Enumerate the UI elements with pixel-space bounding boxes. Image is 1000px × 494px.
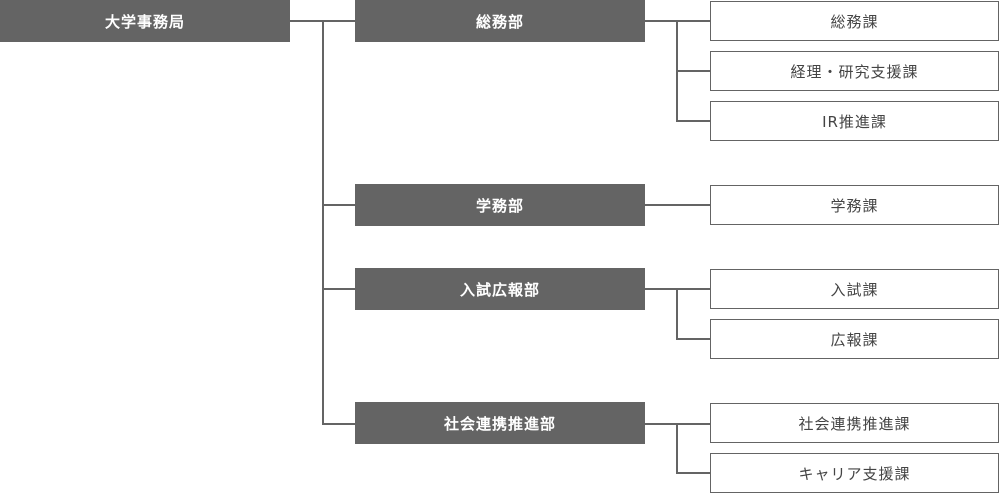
dept-general-affairs: 総務部 <box>355 0 645 42</box>
branch-dept-4 <box>322 423 356 425</box>
dept1-branch-2 <box>676 70 711 72</box>
dept4-trunk <box>676 423 678 473</box>
dept1-connector <box>645 20 711 22</box>
section-public-relations: 広報課 <box>710 319 999 359</box>
section-label: IR推進課 <box>822 112 887 131</box>
section-label: キャリア支援課 <box>798 464 911 483</box>
dept-label: 社会連携推進部 <box>443 414 556 433</box>
dept-community-relations: 社会連携推進部 <box>355 402 645 444</box>
section-label: 経理・研究支援課 <box>790 62 919 81</box>
section-accounting-research: 経理・研究支援課 <box>710 51 999 91</box>
branch-dept-3 <box>322 288 356 290</box>
section-label: 入試課 <box>830 280 879 299</box>
section-label: 総務課 <box>830 12 879 31</box>
dept2-connector <box>645 204 711 206</box>
section-label: 広報課 <box>830 330 879 349</box>
dept4-connector <box>645 423 711 425</box>
section-career-support: キャリア支援課 <box>710 453 999 493</box>
dept-label: 総務部 <box>475 12 524 31</box>
dept-label: 学務部 <box>475 196 524 215</box>
dept-admissions-pr: 入試広報部 <box>355 268 645 310</box>
dept1-branch-3 <box>676 120 711 122</box>
section-label: 学務課 <box>830 196 879 215</box>
section-general-affairs: 総務課 <box>710 1 999 41</box>
dept3-branch-2 <box>676 338 711 340</box>
dept3-trunk <box>676 288 678 339</box>
dept3-connector <box>645 288 711 290</box>
section-admissions: 入試課 <box>710 269 999 309</box>
root-office-label: 大学事務局 <box>104 12 185 31</box>
root-office: 大学事務局 <box>0 0 290 42</box>
dept-academic-affairs: 学務部 <box>355 184 645 226</box>
section-academic-affairs: 学務課 <box>710 185 999 225</box>
section-ir-promotion: IR推進課 <box>710 101 999 141</box>
section-community-relations: 社会連携推進課 <box>710 403 999 443</box>
dept4-branch-2 <box>676 472 711 474</box>
section-label: 社会連携推進課 <box>798 414 911 433</box>
branch-dept-2 <box>322 204 356 206</box>
dept-label: 入試広報部 <box>459 280 540 299</box>
trunk-line <box>322 20 324 424</box>
